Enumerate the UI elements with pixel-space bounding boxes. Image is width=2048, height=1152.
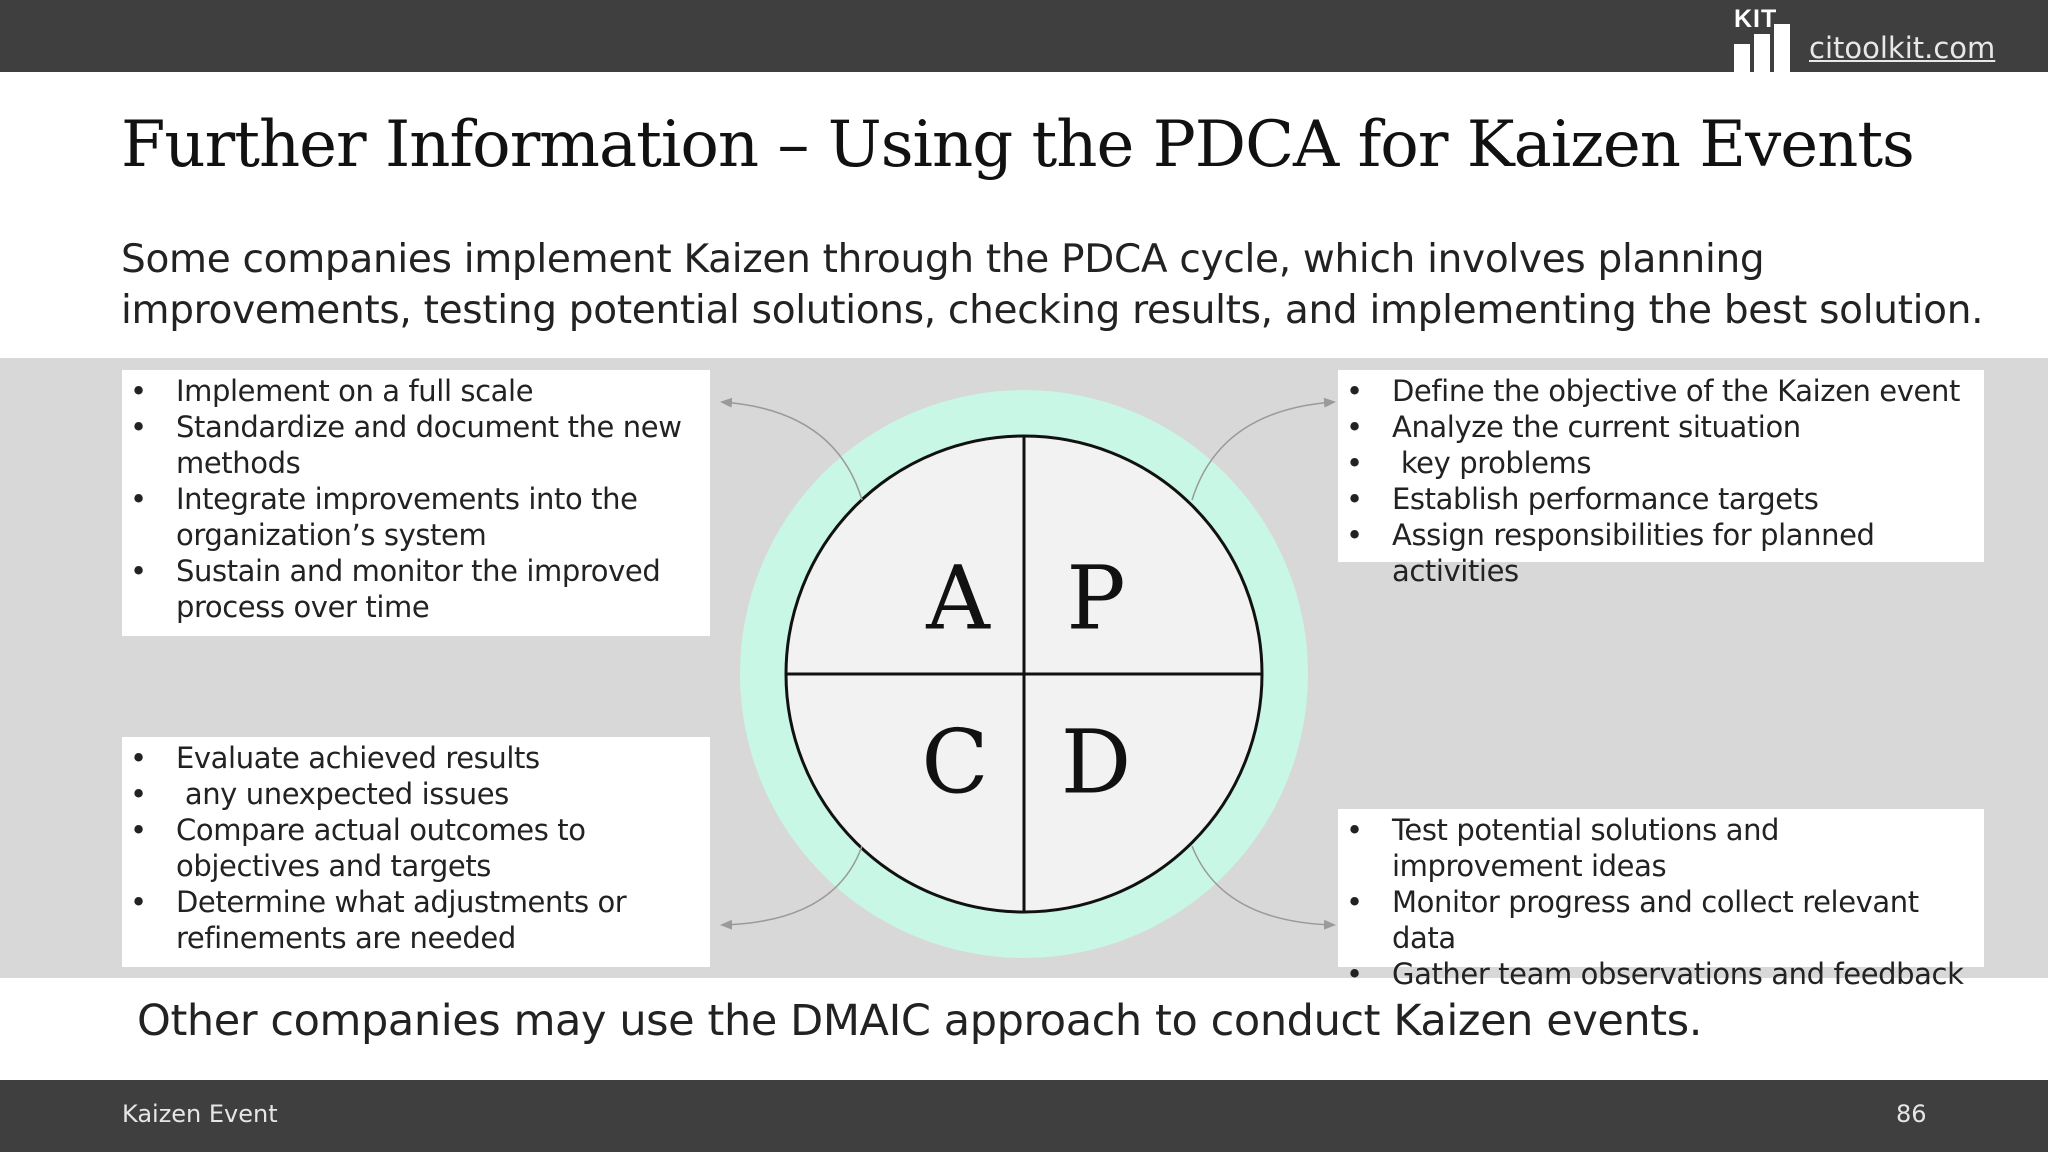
arrow-to-plan: [1191, 397, 1336, 501]
list-item: Determine what adjustments or refinement…: [122, 884, 704, 956]
check-steps-list: Evaluate achieved results any unexpected…: [122, 740, 704, 956]
check-steps-box: Evaluate achieved results any unexpected…: [122, 737, 710, 967]
arrow-to-act: [720, 397, 863, 501]
logo-bar-medium: [1754, 34, 1770, 72]
page-subtitle: Some companies implement Kaizen through …: [121, 237, 1984, 333]
list-item: Sustain and monitor the improved process…: [122, 553, 704, 625]
list-item: Define the objective of the Kaizen event: [1338, 373, 1978, 409]
quadrant-p-letter: P: [1066, 547, 1125, 650]
arrow-to-do: [1191, 845, 1336, 930]
quadrant-c-letter: C: [921, 711, 988, 814]
page-number: 86: [1896, 1100, 1927, 1128]
plan-steps-list: Define the objective of the Kaizen event…: [1338, 373, 1978, 589]
list-item: Standardize and document the new methods: [122, 409, 704, 481]
plan-steps-box: Define the objective of the Kaizen event…: [1338, 370, 1984, 588]
quadrant-a-letter: A: [925, 547, 991, 650]
list-item: Evaluate achieved results: [122, 740, 704, 776]
kit-logo[interactable]: KIT: [1734, 5, 1794, 72]
list-item: Assign responsibilities for planned acti…: [1338, 517, 1978, 589]
site-link[interactable]: citoolkit.com: [1809, 31, 1996, 65]
logo-text: KIT: [1734, 5, 1778, 33]
footer-section-title: Kaizen Event: [122, 1100, 278, 1128]
list-item: Compare actual outcomes to objectives an…: [122, 812, 704, 884]
list-item: Implement on a full scale: [122, 373, 704, 409]
list-item: Establish performance targets: [1338, 481, 1978, 517]
top-bar: KIT citoolkit.com: [0, 0, 2048, 72]
list-item: Analyze the current situation: [1338, 409, 1978, 445]
logo-bar-short: [1734, 44, 1750, 72]
list-item: key problems: [1338, 445, 1978, 481]
quadrant-d-letter: D: [1061, 711, 1132, 814]
act-steps-box: Implement on a full scale Standardize an…: [122, 370, 710, 636]
closing-statement: Other companies may use the DMAIC approa…: [137, 996, 1703, 1046]
list-item: any unexpected issues: [122, 776, 704, 812]
arrow-to-check: [720, 845, 863, 930]
list-item: Monitor progress and collect relevant da…: [1338, 884, 1978, 956]
logo-bar-tall: [1774, 24, 1790, 72]
page-title: Further Information – Using the PDCA for…: [121, 108, 1915, 182]
bottom-bar: Kaizen Event 86: [0, 1080, 2048, 1152]
do-steps-box: Test potential solutions and improvement…: [1338, 809, 1984, 992]
do-steps-list: Test potential solutions and improvement…: [1338, 812, 1978, 992]
act-steps-list: Implement on a full scale Standardize an…: [122, 373, 704, 625]
list-item: Test potential solutions and improvement…: [1338, 812, 1978, 884]
list-item: Gather team observations and feedback: [1338, 956, 1978, 992]
list-item: Integrate improvements into the organiza…: [122, 481, 704, 553]
